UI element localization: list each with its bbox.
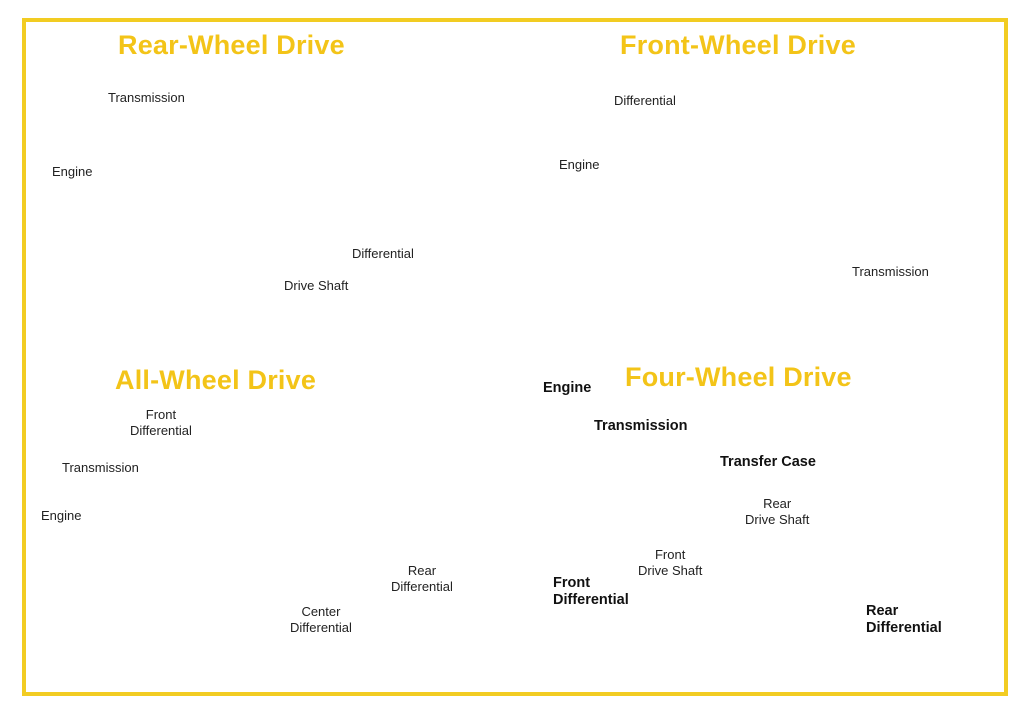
awd-label-center-differential: Center Differential [290,604,352,635]
fourwd-label-engine: Engine [543,380,592,396]
fwd-label-differential: Differential [614,93,676,108]
rwd-label-engine: Engine [52,164,93,179]
fourwd-label-transfer-case: Transfer Case [720,454,816,470]
diagram-frame [22,18,1008,696]
fourwd-title: Four-Wheel Drive [625,362,852,392]
fwd-label-transmission: Transmission [852,264,929,279]
rwd-label-drive-shaft: Drive Shaft [284,278,349,293]
rwd-label-transmission: Transmission [108,90,185,105]
awd-label-engine: Engine [41,508,82,523]
fwd-label-engine: Engine [559,157,600,172]
fourwd-label-front-differential: Front Differential [553,575,629,608]
rwd-title: Rear-Wheel Drive [118,30,345,60]
fourwd-label-transmission: Transmission [594,418,688,434]
awd-label-rear-differential: Rear Differential [391,563,453,594]
rwd-label-differential: Differential [352,246,414,261]
awd-label-transmission: Transmission [62,460,139,475]
fourwd-label-rear-differential: Rear Differential [866,603,942,636]
awd-title: All-Wheel Drive [115,365,317,395]
fourwd-label-front-drive-shaft: Front Drive Shaft [638,547,703,578]
fwd-title: Front-Wheel Drive [620,30,856,60]
fourwd-label-rear-drive-shaft: Rear Drive Shaft [745,496,810,527]
awd-label-front-differential: Front Differential [130,407,192,438]
